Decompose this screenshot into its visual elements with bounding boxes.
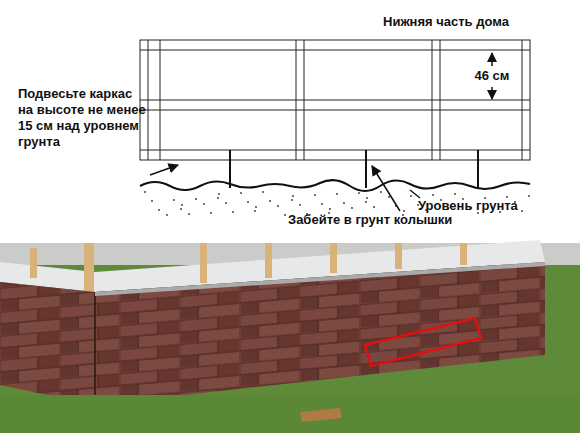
soil-dot [218, 193, 220, 195]
soil-dot [454, 193, 456, 195]
leader-lines [150, 165, 420, 211]
soil-dot [188, 213, 190, 215]
soil-dot [403, 210, 405, 212]
start-strip [95, 262, 545, 296]
soil-dot [388, 196, 390, 198]
soil-dot [373, 206, 375, 208]
soil-dot [158, 209, 160, 211]
soil-dot [240, 192, 242, 194]
brick-piece [300, 408, 342, 422]
grass-front [0, 395, 580, 433]
soil-dot [291, 199, 293, 201]
highlight-frame [365, 318, 481, 366]
soil-dot [321, 203, 323, 205]
dimension-label: 46 см [475, 68, 510, 84]
soil-dot [329, 208, 331, 210]
ground-line [140, 180, 530, 191]
frame [140, 40, 530, 160]
soil-dot [299, 204, 301, 206]
ground-label: Уровень грунта [418, 198, 518, 214]
soil-dot [292, 195, 294, 197]
soil-dot [284, 214, 286, 216]
note-label: Подвесьте каркас на высоте не менее 15 с… [18, 86, 146, 150]
stakes [230, 150, 478, 188]
soil-dot [343, 202, 345, 204]
soil-dot [262, 191, 264, 193]
part-label: Нижняя часть дома [383, 14, 509, 30]
soil-dot [210, 212, 212, 214]
soil-dot [166, 214, 168, 216]
corner [94, 292, 96, 405]
siding-side [0, 282, 95, 405]
soil-dot [432, 194, 434, 196]
soil-dot [521, 210, 523, 212]
soil-dot [217, 197, 219, 199]
siding-front [95, 262, 545, 405]
soil-dot [366, 197, 368, 199]
soil-dot [410, 195, 412, 197]
soil-dot [255, 206, 257, 208]
soil-dot [232, 211, 234, 213]
soil-dot [181, 204, 183, 206]
soil-dot [151, 200, 153, 202]
soil-dot [358, 192, 360, 194]
soil-dot [528, 195, 530, 197]
soil-dot [277, 205, 279, 207]
soil-dot [269, 200, 271, 202]
soil-dot [336, 193, 338, 195]
soil-dot [173, 199, 175, 201]
soil-dot [203, 203, 205, 205]
soil-dot [351, 207, 353, 209]
soil-dot [365, 201, 367, 203]
soil-dot [506, 196, 508, 198]
note-label: Забейте в грунт колышки [288, 212, 452, 228]
soil-dot [254, 210, 256, 212]
soil-dot [314, 194, 316, 196]
soil-dot [180, 208, 182, 210]
soil-dot [195, 198, 197, 200]
soil-dot [225, 202, 227, 204]
soil-dot [380, 191, 382, 193]
soil-dot [247, 201, 249, 203]
soil-dot [144, 191, 146, 193]
